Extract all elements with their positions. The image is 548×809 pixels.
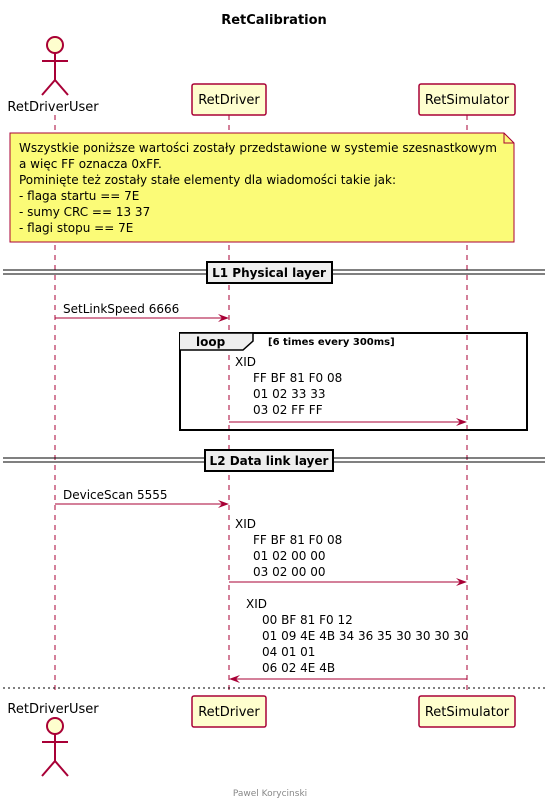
- message-xid-2-line: 03 02 00 00: [253, 565, 326, 579]
- message-xid-1-line: 01 02 33 33: [253, 387, 326, 401]
- divider-data-link-layer: [3, 449, 545, 472]
- note-line: - flaga startu == 7E: [19, 189, 139, 203]
- message-device-scan-label: DeviceScan 5555: [63, 488, 168, 502]
- participant-driver-label-top: RetDriver: [198, 93, 260, 108]
- loop-condition: [6 times every 300ms]: [268, 337, 395, 348]
- participant-simulator-label-top: RetSimulator: [425, 93, 510, 108]
- note-line: Wszystkie poniższe wartości zostały prze…: [19, 141, 497, 155]
- message-xid-1-line: FF BF 81 F0 08: [253, 371, 342, 385]
- diagram-title: RetCalibration: [221, 13, 327, 28]
- message-xid-3-line: 04 01 01: [262, 645, 315, 659]
- actor-user-bottom: [41, 717, 69, 777]
- note-box: [9, 132, 515, 243]
- message-xid-3-line: 00 BF 81 F0 12: [262, 613, 353, 627]
- message-xid-2-line: FF BF 81 F0 08: [253, 533, 342, 547]
- participant-driver-label-bottom: RetDriver: [198, 705, 260, 720]
- message-xid-1-line: 03 02 FF FF: [253, 403, 323, 417]
- participant-user-label-bottom: RetDriverUser: [7, 702, 99, 717]
- footer-author: Pawel Korycinski: [233, 789, 307, 799]
- note-line: Pominięte też zostały stałe elementy dla…: [19, 173, 396, 187]
- message-xid-2-line: 01 02 00 00: [253, 549, 326, 563]
- note-line: - flagi stopu == 7E: [19, 221, 133, 235]
- message-xid-3-line: 06 02 4E 4B: [262, 661, 335, 675]
- arrowhead: [456, 578, 467, 586]
- arrowhead: [218, 500, 229, 508]
- arrowhead: [229, 675, 240, 683]
- loop-fragment: [179, 332, 528, 431]
- note-line: - sumy CRC == 13 37: [19, 205, 150, 219]
- message-xid-2-line: XID: [235, 517, 256, 531]
- message-xid-3-line: XID: [246, 597, 267, 611]
- message-set-link-speed-label: SetLinkSpeed 6666: [63, 302, 179, 316]
- participant-driver-box-top: [191, 83, 267, 116]
- note-line: a więc FF oznacza 0xFF.: [19, 157, 162, 171]
- actor-user-top: [41, 36, 69, 96]
- message-xid-1-line: XID: [235, 355, 256, 369]
- arrowhead: [218, 314, 229, 322]
- message-xid-3-line: 01 09 4E 4B 34 36 35 30 30 30 30: [262, 629, 469, 643]
- divider-data-link-label: L2 Data link layer: [210, 454, 329, 468]
- participant-driver-box-bottom: [191, 695, 267, 728]
- loop-keyword: loop: [196, 335, 226, 349]
- participant-simulator-label-bottom: RetSimulator: [425, 705, 510, 720]
- arrowhead: [456, 418, 467, 426]
- participant-user-label-top: RetDriverUser: [7, 100, 99, 115]
- divider-physical-layer: [3, 261, 545, 284]
- note-corner: [503, 133, 514, 144]
- divider-physical-label: L1 Physical layer: [212, 266, 326, 280]
- participant-simulator-box-bottom: [418, 695, 516, 728]
- participant-simulator-box-top: [418, 83, 516, 116]
